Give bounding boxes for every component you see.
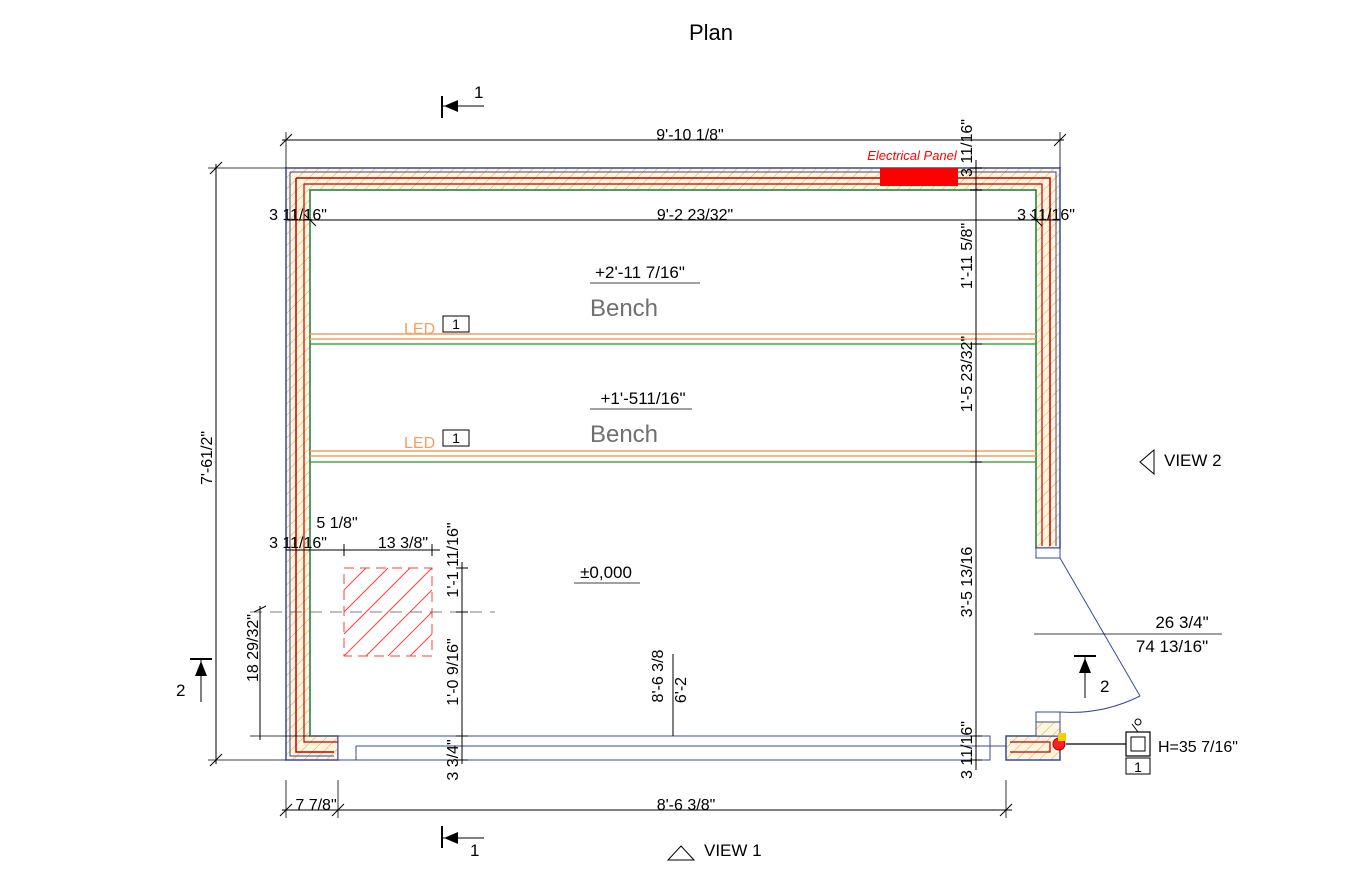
section-1-top-label: 1 xyxy=(474,83,483,102)
electrical-panel xyxy=(880,168,958,186)
dimension-lines xyxy=(208,132,1067,818)
view-2-label: VIEW 2 xyxy=(1164,451,1222,470)
dim-right-wall-top: 3 11/16" xyxy=(1017,207,1075,224)
section-marker-1-top: 1 xyxy=(441,83,484,118)
dim-left-wall-mid: 3 11/16" xyxy=(269,535,327,552)
upper-bench xyxy=(310,333,1036,345)
dim-bottom-left: 7 7/8" xyxy=(295,797,336,814)
dim-window-height: 8'-6 3/8 xyxy=(650,649,667,702)
dim-inner-width: 9'-2 23/32" xyxy=(657,207,733,224)
section-marker-2-left: 2 xyxy=(176,658,212,702)
section-marker-1-bottom: 1 xyxy=(441,826,484,860)
dim-heater-left: 18 29/32" xyxy=(245,614,262,682)
led-lower-label: LED xyxy=(404,435,435,452)
dim-door-height: 74 13/16" xyxy=(1136,637,1208,656)
heater-area xyxy=(250,567,495,657)
dim-overall-width: 9'-10 1/8" xyxy=(656,127,723,144)
section-1-bottom-label: 1 xyxy=(470,841,479,860)
led-lower-tag: 1 xyxy=(452,430,460,446)
switch-tag: 1 xyxy=(1134,759,1142,775)
led-upper-tag: 1 xyxy=(452,316,460,332)
dim-lower-depth: 3'-5 13/16 xyxy=(959,547,976,618)
bench-lower-level: +1'-511/16" xyxy=(600,389,685,408)
view-1-triangle xyxy=(666,845,696,861)
led-upper-label: LED xyxy=(404,321,435,338)
section-marker-2-right: 2 xyxy=(1074,655,1109,698)
electrical-panel-label: Electrical Panel xyxy=(867,148,958,163)
bench-lower-label: Bench xyxy=(590,421,658,448)
bench-upper-label: Bench xyxy=(590,295,658,322)
dim-offset-x: 5 1/8" xyxy=(316,515,357,532)
dim-bottom-wall-left: 3 3/4" xyxy=(445,739,462,780)
light-switch xyxy=(1052,718,1151,775)
dim-bottom-width: 8'-6 3/8" xyxy=(657,797,716,814)
dim-bench2-depth: 1'-5 23/32" xyxy=(959,336,976,412)
view-2-triangle xyxy=(1139,448,1155,476)
floor-level: ±0,000 xyxy=(580,563,632,582)
plan-title: Plan xyxy=(689,20,733,45)
dim-heater-top: 1'-1 11/16" xyxy=(445,522,462,597)
lower-bench xyxy=(310,450,1036,463)
dim-heater-bottom: 1'-0 9/16" xyxy=(445,638,462,705)
dim-window-height2: 6'-2 xyxy=(673,677,690,703)
section-2-right-label: 2 xyxy=(1100,677,1109,696)
dim-heater-width: 13 3/8" xyxy=(378,535,428,552)
section-2-left-label: 2 xyxy=(176,681,185,700)
dim-bench1-depth: 1'-11 5/8" xyxy=(959,223,976,289)
view-1-label: VIEW 1 xyxy=(704,841,762,860)
door-swing xyxy=(1034,557,1222,713)
dim-door-width: 26 3/4" xyxy=(1155,613,1208,632)
dim-overall-height: 7'-61/2" xyxy=(199,431,216,485)
dim-top-wall-right: 3 11/16" xyxy=(959,119,976,177)
bench-upper-level: +2'-11 7/16" xyxy=(595,263,685,282)
switch-height-label: H=35 7/16" xyxy=(1158,739,1238,756)
dim-bottom-wall-right: 3 11/16" xyxy=(959,721,976,779)
dim-left-wall-top: 3 11/16" xyxy=(269,207,327,224)
